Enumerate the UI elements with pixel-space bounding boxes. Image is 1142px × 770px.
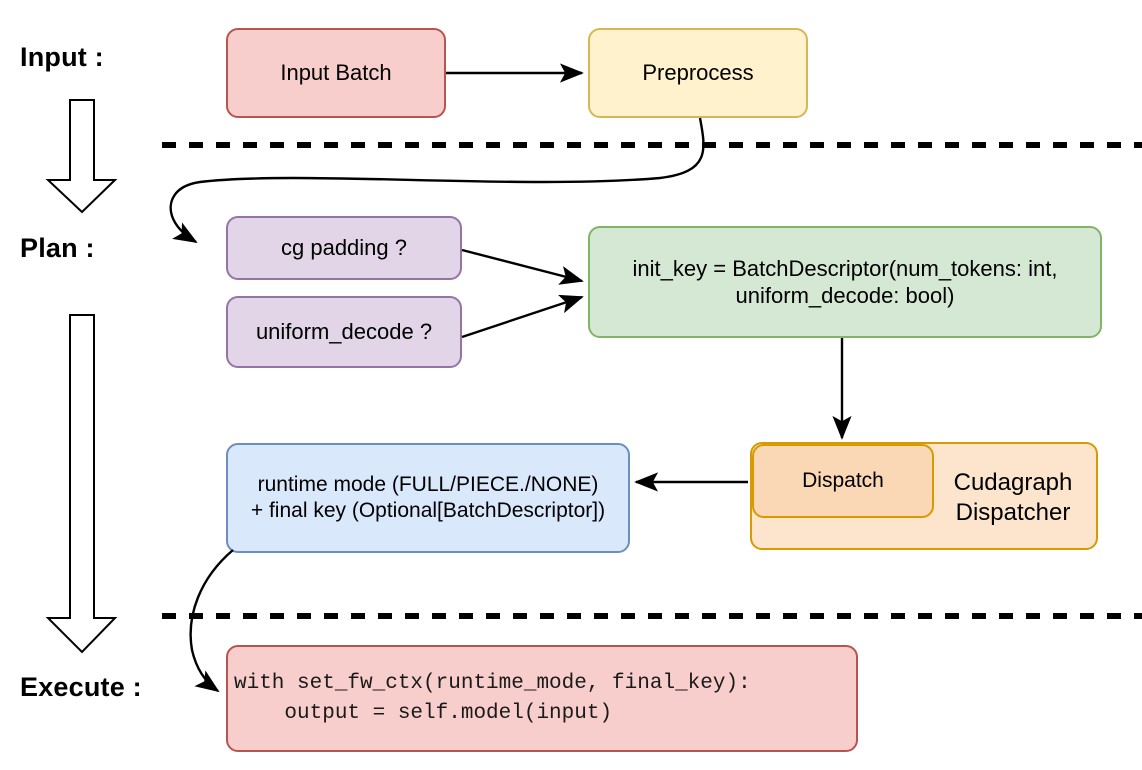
connector-uniform-decode-to-init-key	[461, 294, 584, 339]
cudagraph-dispatcher-line-2: Dispatcher	[955, 499, 1071, 526]
stage-label-input: Input :	[20, 42, 104, 72]
node-runtime-mode-line-1: runtime mode (FULL/PIECE./NONE)	[257, 472, 599, 496]
cudagraph-dispatcher-line-1: Cudagraph	[953, 469, 1073, 496]
node-input-batch[interactable]: Input Batch	[226, 28, 446, 118]
stage-arrow-input-to-plan	[45, 99, 118, 214]
node-init-key-line-2: uniform_decode: bool)	[735, 283, 955, 308]
stage-label-plan: Plan :	[20, 233, 95, 263]
stage-label-execute: Execute :	[20, 672, 142, 702]
node-cudagraph-dispatcher-label: Cudagraph Dispatcher	[930, 458, 1096, 538]
node-init-key-line-1: init_key = BatchDescriptor(num_tokens: i…	[632, 255, 1058, 281]
connector-cg-padding-to-init-key	[461, 248, 584, 285]
node-init-key[interactable]: init_key = BatchDescriptor(num_tokens: i…	[588, 226, 1102, 338]
node-preprocess[interactable]: Preprocess	[588, 28, 808, 118]
node-uniform-decode[interactable]: uniform_decode ?	[226, 296, 462, 368]
node-cg-padding[interactable]: cg padding ?	[226, 216, 462, 280]
node-runtime-mode[interactable]: runtime mode (FULL/PIECE./NONE) + final …	[226, 443, 630, 553]
node-runtime-mode-line-2: + final key (Optional[BatchDescriptor])	[250, 499, 606, 522]
execute-code-line-2: output = self.model(input)	[234, 701, 613, 725]
stage-arrow-plan-to-execute	[45, 314, 118, 654]
execute-code-line-1: with set_fw_ctx(runtime_mode, final_key)…	[234, 672, 751, 696]
node-execute-code[interactable]: with set_fw_ctx(runtime_mode, final_key)…	[226, 645, 858, 752]
node-dispatch[interactable]: Dispatch	[752, 444, 934, 518]
